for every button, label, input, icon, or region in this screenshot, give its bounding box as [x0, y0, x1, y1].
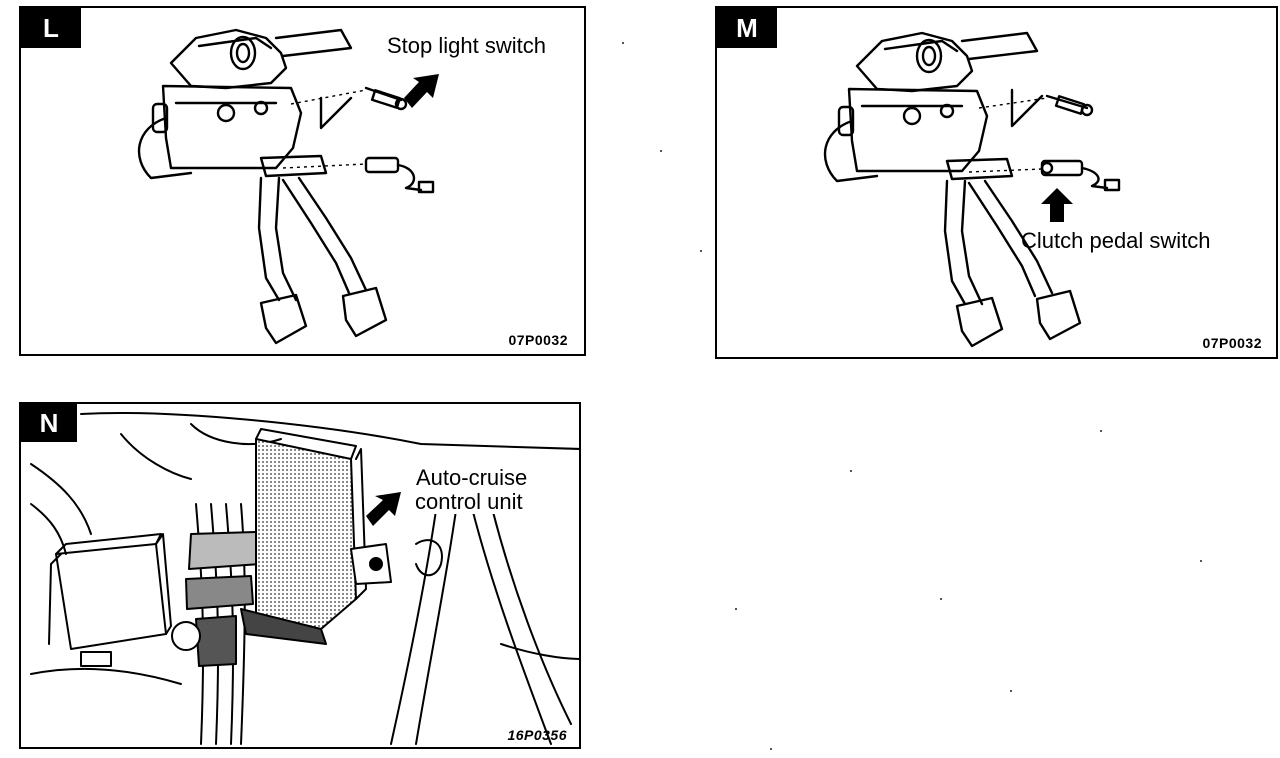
auto-cruise-label-line1: Auto-cruise	[414, 465, 530, 490]
clutch-pedal-switch-label: Clutch pedal switch	[1021, 228, 1211, 253]
panel-n-badge: N	[21, 404, 77, 442]
scan-speck	[850, 470, 852, 472]
scan-speck	[735, 608, 737, 610]
figure-code-n: 16P0356	[507, 727, 567, 743]
arrow-icon	[366, 492, 401, 526]
scan-speck	[622, 42, 624, 44]
scan-speck	[1010, 690, 1012, 692]
pedal-assembly-illustration-m	[823, 31, 1121, 348]
figure-code-m: 07P0032	[1202, 335, 1262, 351]
arrow-icon	[404, 74, 439, 108]
panel-l: L	[19, 6, 586, 356]
panel-l-badge: L	[21, 8, 81, 48]
scan-speck	[940, 598, 942, 600]
panel-m: M	[715, 6, 1278, 359]
arrow-icon	[1041, 188, 1073, 222]
auto-cruise-label-line2: control unit	[413, 489, 525, 514]
scan-speck	[1200, 560, 1202, 562]
scan-speck	[1100, 430, 1102, 432]
stop-light-switch-label: Stop light switch	[387, 33, 546, 58]
figure-code-l: 07P0032	[508, 332, 568, 348]
panel-n: N	[19, 402, 581, 749]
scan-speck	[700, 250, 702, 252]
panel-m-badge: M	[717, 8, 777, 48]
control-unit-illustration	[30, 412, 579, 745]
scan-speck	[660, 150, 662, 152]
scan-speck	[770, 748, 772, 750]
pedal-assembly-illustration-l	[137, 28, 439, 345]
